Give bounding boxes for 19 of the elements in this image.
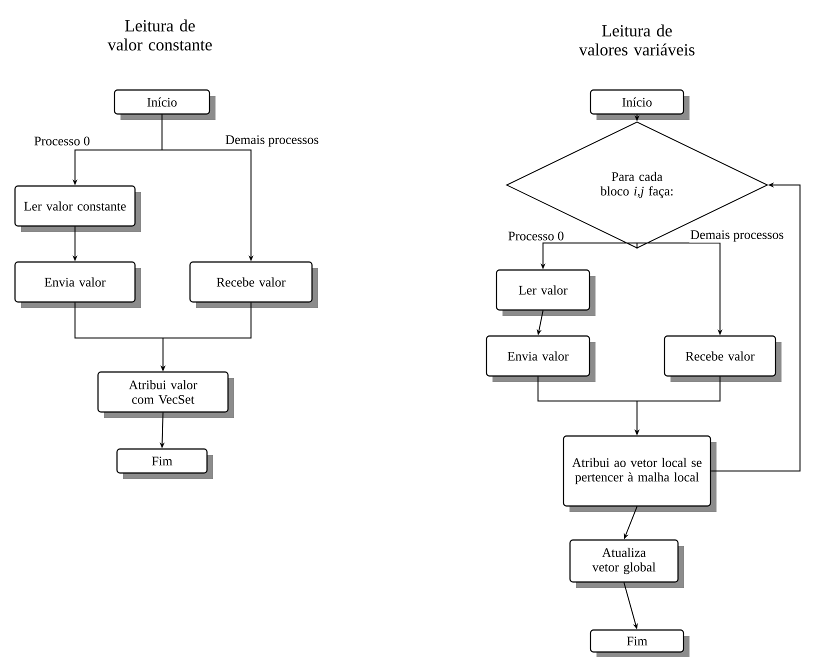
process-box: Fim bbox=[116, 448, 213, 479]
panel-title: Leitura de valor constante bbox=[108, 20, 212, 50]
process-box: Recebe valor bbox=[189, 261, 318, 308]
process-box: Recebe valor bbox=[664, 335, 782, 382]
process-box: Atribui ao vetor local se pertencer à malha local bbox=[562, 435, 716, 512]
process-box: Envia valor bbox=[14, 261, 141, 308]
process-box: Ler valor bbox=[496, 269, 596, 316]
process-box: Início bbox=[114, 89, 216, 120]
edge-label: Processo 0 bbox=[507, 230, 565, 242]
process-box: Ler valor constante bbox=[14, 185, 141, 232]
process-box: Envia valor bbox=[486, 335, 596, 382]
process-box: Atribui valor com VecSet bbox=[97, 371, 234, 418]
panel-title: Leitura de valores variáveis bbox=[578, 24, 694, 56]
process-box: Início bbox=[590, 89, 690, 120]
process-box: Atualiza vetor global bbox=[569, 539, 684, 588]
edge-label: Demais processos bbox=[689, 229, 785, 243]
edge-label: Processo 0 bbox=[33, 136, 91, 146]
edge-label: Demais processos bbox=[224, 134, 320, 148]
process-box: Fim bbox=[590, 629, 690, 657]
